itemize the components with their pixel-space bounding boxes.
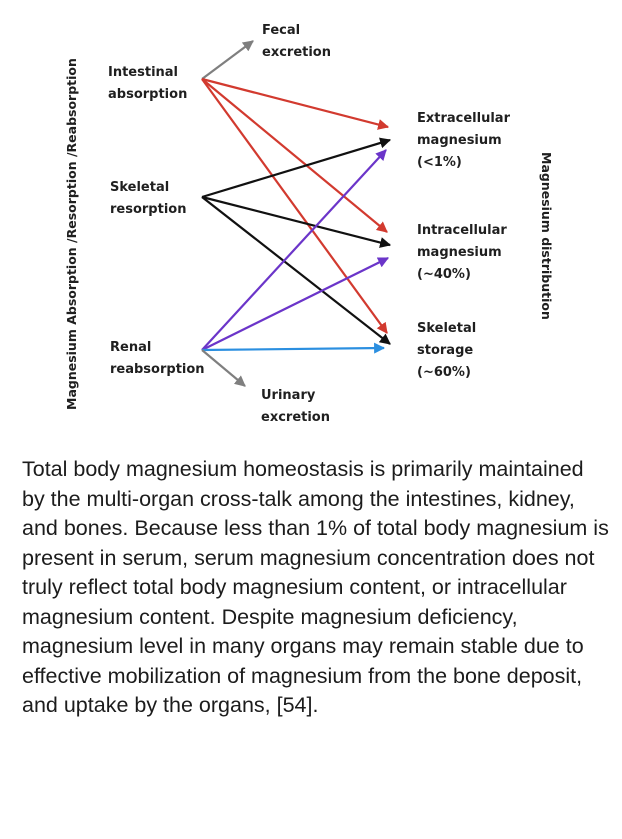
label-line: Intestinal — [108, 65, 179, 80]
label-line: (<1%) — [417, 155, 462, 170]
label-line: magnesium — [417, 133, 502, 148]
label-line: Renal — [110, 340, 152, 355]
arrow-intestinal-to-intracellular — [201, 78, 388, 233]
label-extracellular-magnesium: Extracellular magnesium (<1%) — [417, 108, 510, 174]
label-line: (~40%) — [417, 267, 471, 282]
label-intracellular-magnesium: Intracellular magnesium (~40%) — [417, 220, 507, 286]
label-line: resorption — [110, 202, 187, 217]
label-line: Skeletal — [417, 321, 477, 336]
arrow-skeletal-to-skeletal-storage — [201, 196, 391, 345]
right-axis-label: Magnesium distribution — [539, 152, 554, 320]
arrow-intestinal-to-extracellular — [201, 77, 390, 130]
arrow-intestinal-to-skeletal-storage — [201, 78, 388, 334]
label-line: Skeletal — [110, 180, 170, 195]
label-line: Urinary — [261, 388, 316, 403]
arrow-skeletal-to-extracellular — [201, 137, 392, 199]
arrow-skeletal-to-intracellular — [201, 195, 392, 248]
arrow-renal-to-skeletal-storage — [201, 342, 386, 354]
caption-text: Total body magnesium homeostasis is prim… — [22, 457, 609, 717]
label-line: excretion — [262, 45, 331, 60]
label-line: storage — [417, 343, 474, 358]
label-line: reabsorption — [110, 362, 205, 377]
magnesium-homeostasis-diagram: Magnesium Absorption /Resorption /Reabso… — [64, 20, 554, 429]
label-line: (~60%) — [417, 365, 471, 380]
label-skeletal-resorption: Skeletal resorption — [110, 177, 186, 221]
label-fecal-excretion: Fecal excretion — [262, 20, 331, 64]
label-renal-reabsorption: Renal reabsorption — [110, 337, 205, 381]
label-line: Fecal — [262, 23, 301, 38]
arrow-renal-to-extracellular — [201, 149, 387, 351]
arrow-intestinal-to-fecal — [201, 40, 254, 80]
label-line: magnesium — [417, 245, 502, 260]
label-urinary-excretion: Urinary excretion — [261, 385, 330, 429]
label-line: excretion — [261, 410, 330, 425]
label-line: absorption — [108, 87, 188, 102]
arrow-renal-to-urinary — [201, 349, 246, 387]
flow-arrows — [201, 40, 392, 387]
label-intestinal-absorption: Intestinal absorption — [108, 62, 187, 106]
left-axis-label: Magnesium Absorption /Resorption /Reabso… — [64, 58, 79, 410]
label-line: Intracellular — [417, 223, 507, 238]
arrow-renal-to-intracellular — [201, 257, 389, 351]
label-line: Extracellular — [417, 111, 510, 126]
label-skeletal-storage: Skeletal storage (~60%) — [417, 318, 476, 384]
